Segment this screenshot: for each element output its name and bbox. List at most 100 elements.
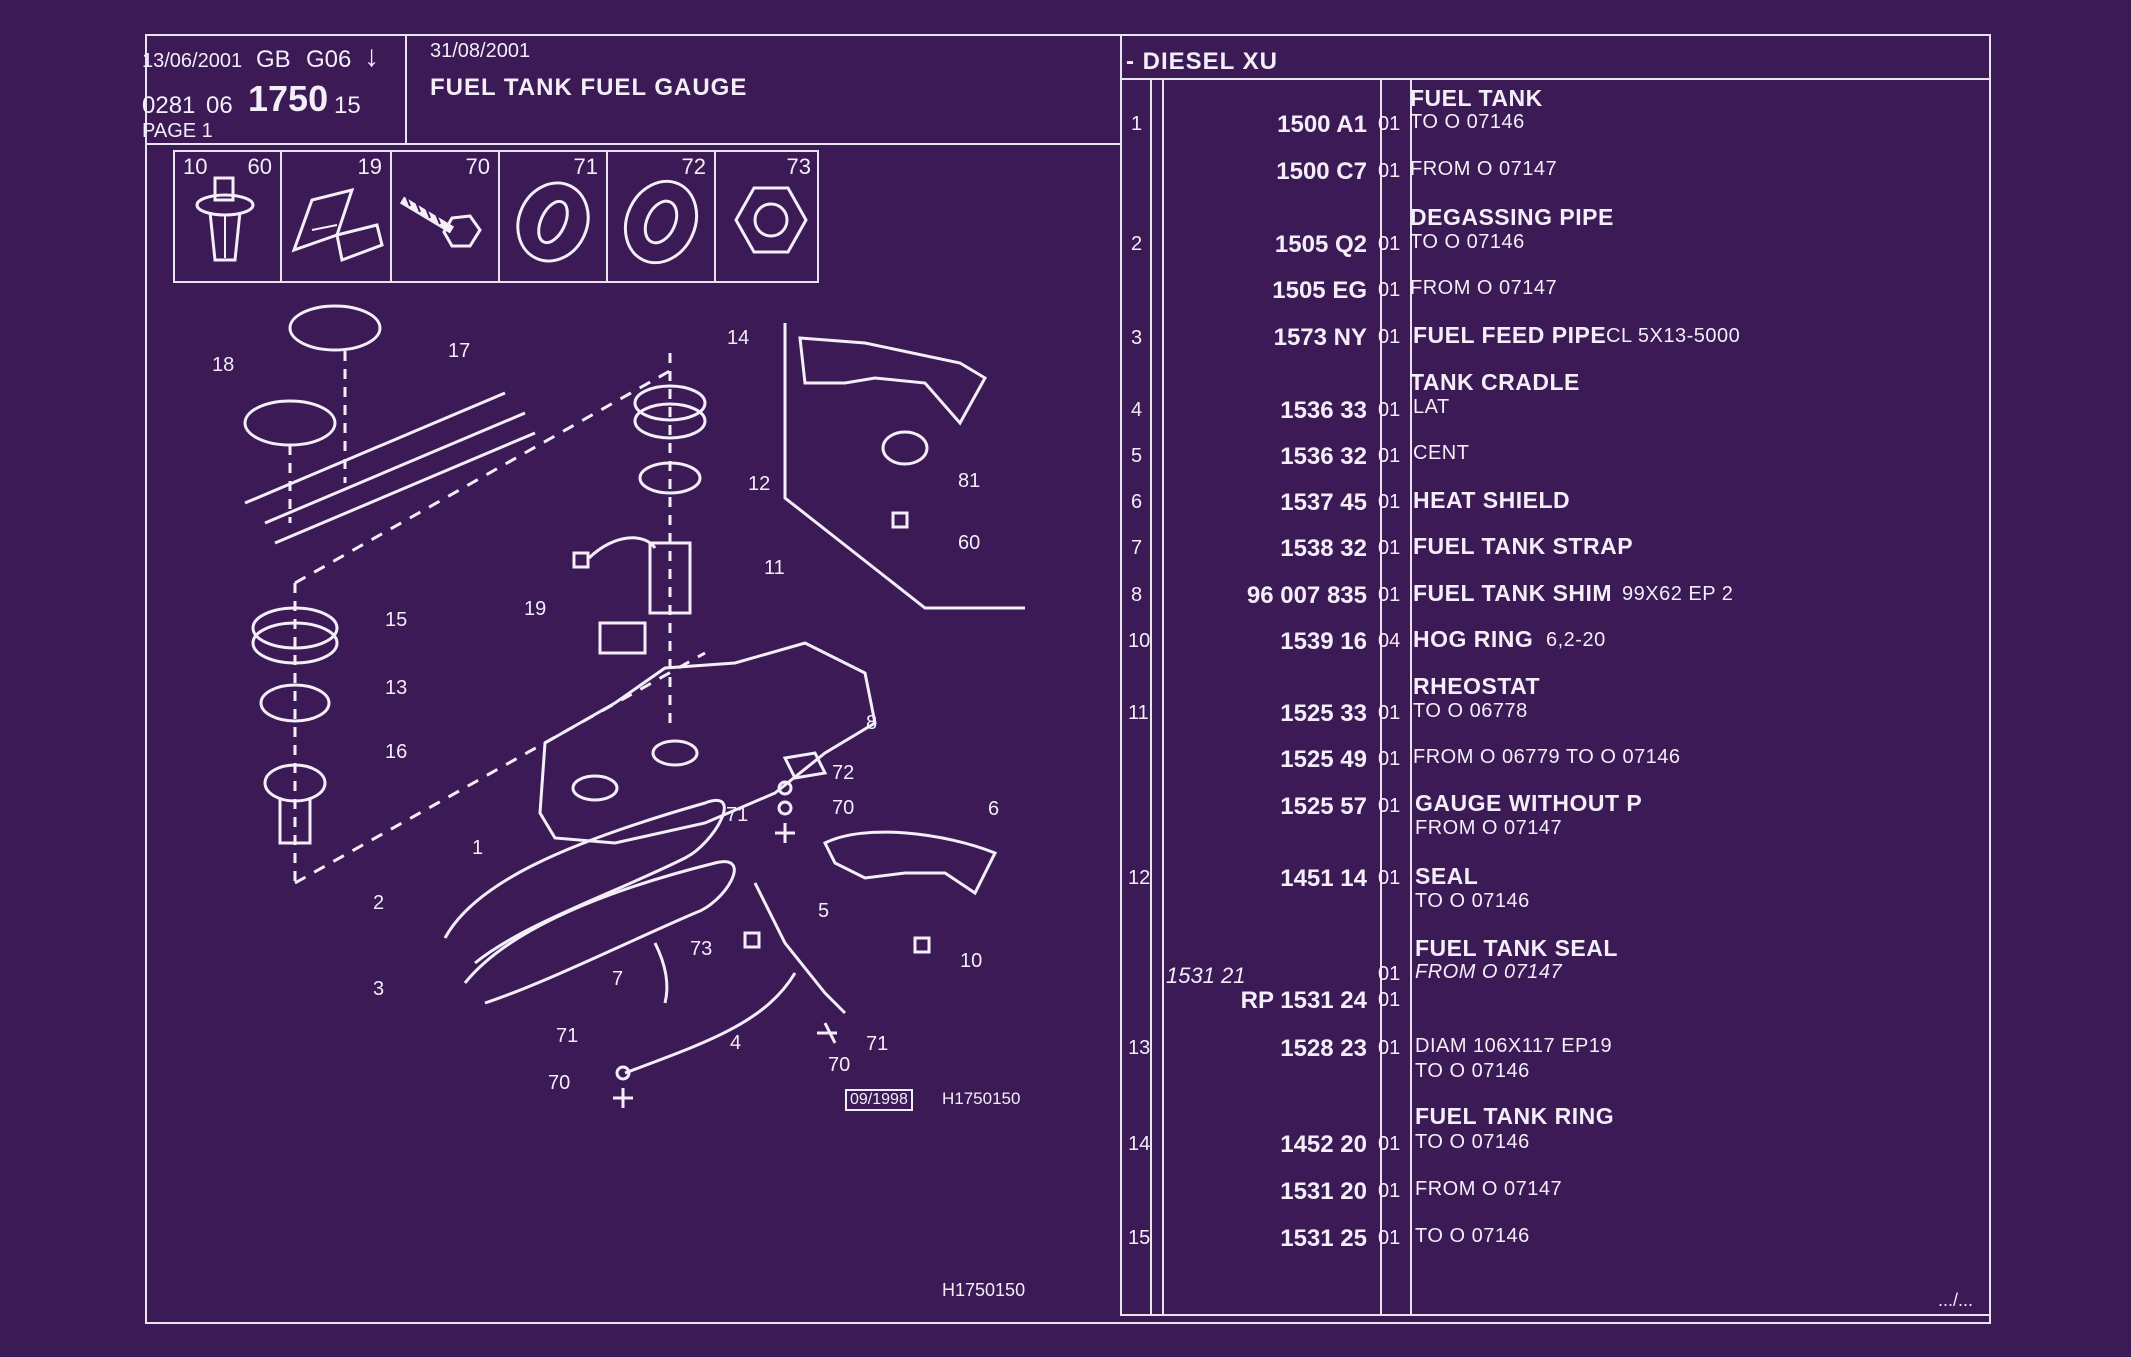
item-number: 15 <box>1128 1227 1151 1249</box>
screw-icon <box>399 195 482 248</box>
part-qty: 01 <box>1378 326 1401 348</box>
header-divider <box>405 36 407 144</box>
part-ref: 1531 25 <box>1280 1225 1367 1252</box>
header-code-b: 06 <box>206 92 233 119</box>
part-note: TO O 07146 <box>1410 111 1525 133</box>
header-date2: 31/08/2001 <box>430 40 531 62</box>
header-plate: 1750 <box>248 78 329 119</box>
item-number: 8 <box>1131 584 1143 606</box>
column-divider <box>1150 80 1152 1314</box>
item-number: 6 <box>1131 491 1143 513</box>
part-qty: 01 <box>1378 113 1401 135</box>
column-divider <box>1162 80 1164 1314</box>
part-title: FUEL TANK STRAP <box>1413 533 1634 559</box>
part-note: CENT <box>1413 442 1470 464</box>
exploded-parts-diagram <box>243 304 1025 1108</box>
item-number: 7 <box>1131 537 1143 559</box>
callout-label: 5 <box>818 900 830 922</box>
callout-label: 71 <box>726 804 749 826</box>
part-qty: 01 <box>1378 989 1401 1011</box>
part-qty: 04 <box>1378 630 1401 652</box>
part-ref: 1538 32 <box>1280 535 1367 562</box>
part-title: SEAL <box>1415 863 1479 889</box>
part-qty: 01 <box>1378 795 1401 817</box>
icon-divider <box>606 150 608 283</box>
part-ref: 1505 EG <box>1272 277 1367 304</box>
part-title: FUEL TANK RING <box>1415 1103 1615 1129</box>
part-ref: 1505 Q2 <box>1274 231 1367 258</box>
icon-divider <box>280 150 282 283</box>
page-title: FUEL TANK FUEL GAUGE <box>430 74 748 101</box>
part-ref: 1452 20 <box>1280 1131 1367 1158</box>
callout-label: 3 <box>373 978 385 1000</box>
icon-cell-rivet: 10 60 <box>175 150 280 280</box>
item-number: 14 <box>1128 1133 1151 1155</box>
callout-label: 60 <box>958 532 981 554</box>
part-ref: 1528 23 <box>1280 1035 1367 1062</box>
callout-label: 71 <box>866 1033 889 1055</box>
part-note: TO O 07146 <box>1415 1131 1530 1153</box>
part-qty: 01 <box>1378 160 1401 182</box>
icon-label: 10 <box>183 154 208 179</box>
callout-label: 16 <box>385 741 408 763</box>
part-note: 6,2-20 <box>1546 629 1606 651</box>
part-note: TO O 07146 <box>1415 890 1530 912</box>
part-note: TO O 07146 <box>1410 231 1525 253</box>
item-number: 2 <box>1131 233 1143 255</box>
nut-icon <box>734 186 808 254</box>
part-ref: 1525 49 <box>1280 746 1367 773</box>
callout-label: 70 <box>832 797 855 819</box>
callout-label: 13 <box>385 677 408 699</box>
part-qty: 01 <box>1378 279 1401 301</box>
icon-divider <box>498 150 500 283</box>
part-ref-old: 1531 21 <box>1166 963 1246 988</box>
part-ref: 1536 33 <box>1280 397 1367 424</box>
part-title: HEAT SHIELD <box>1413 487 1571 513</box>
part-qty: 01 <box>1378 491 1401 513</box>
callout-label: 70 <box>548 1072 571 1094</box>
icon-label: 60 <box>247 154 272 179</box>
part-ref: 1573 NY <box>1273 324 1367 351</box>
part-note: FROM O 07147 <box>1410 277 1558 299</box>
part-title: TANK CRADLE <box>1410 369 1580 395</box>
icon-divider <box>714 150 716 283</box>
icon-label: 72 <box>681 154 706 179</box>
callout-label: 2 <box>373 892 385 914</box>
icon-cell-screw: 70 <box>392 150 498 280</box>
callout-label: 70 <box>828 1054 851 1076</box>
part-qty: 01 <box>1378 445 1401 467</box>
part-title: HOG RING <box>1413 626 1534 652</box>
part-ref: 1525 33 <box>1280 700 1367 727</box>
part-qty: 01 <box>1378 584 1401 606</box>
header-divider <box>145 143 1120 145</box>
parts-table-frame <box>1120 34 1991 1316</box>
callout-label: 14 <box>727 327 750 349</box>
part-note: LAT <box>1413 396 1450 418</box>
part-note: TO O 06778 <box>1413 700 1528 722</box>
part-qty: 01 <box>1378 748 1401 770</box>
part-qty: 01 <box>1378 1037 1401 1059</box>
part-note: FROM O 07147 <box>1415 1178 1563 1200</box>
part-qty: 01 <box>1378 1133 1401 1155</box>
part-ref: 1451 14 <box>1280 865 1367 892</box>
footer-code: H1750150 <box>942 1280 1026 1300</box>
item-number: 1 <box>1131 113 1143 135</box>
part-title: FUEL TANK SHIM <box>1413 580 1613 606</box>
callout-label: 72 <box>832 762 855 784</box>
part-ref: 1525 57 <box>1280 793 1367 820</box>
icon-cell-clip: 19 <box>282 150 390 280</box>
callout-label: 1 <box>472 837 484 859</box>
callout-label: 8 <box>866 712 878 734</box>
icon-cell-washer-72: 72 <box>608 150 714 280</box>
callout-label: 11 <box>764 557 785 579</box>
clip-icon <box>291 187 384 263</box>
header-code-a: 0281 <box>142 92 196 119</box>
callout-label: 73 <box>690 938 713 960</box>
part-qty: 01 <box>1378 1180 1401 1202</box>
part-note: DIAM 106X117 EP19 <box>1415 1035 1613 1057</box>
part-ref: 1539 16 <box>1280 628 1367 655</box>
icon-strip <box>173 150 819 283</box>
section-divider <box>1120 78 1991 80</box>
part-title: DEGASSING PIPE <box>1410 204 1614 230</box>
part-note: FROM O 07147 <box>1410 158 1558 180</box>
